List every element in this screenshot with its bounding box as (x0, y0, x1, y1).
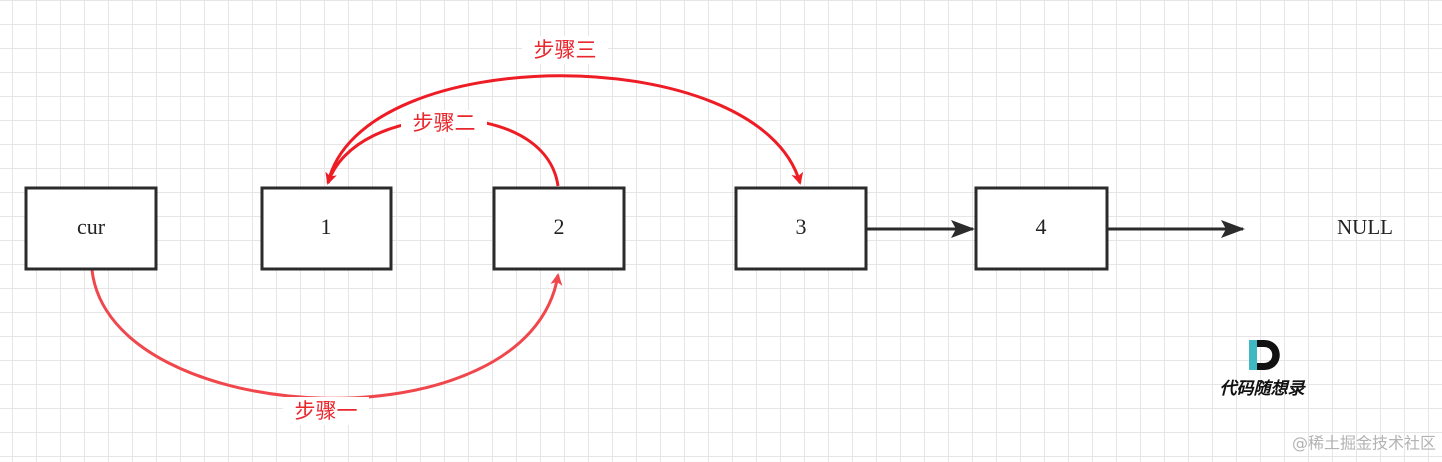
logo: 代码随想录 (1220, 340, 1307, 399)
node-4: 4 (974, 186, 1109, 271)
step-three-label: 步骤三 (534, 38, 597, 62)
node-2: 2 (492, 186, 626, 271)
node-cur-label: cur (77, 214, 106, 239)
null-label: NULL (1337, 215, 1393, 239)
node-3-label: 3 (796, 214, 807, 239)
node-1: 1 (260, 186, 393, 271)
node-1-label: 1 (321, 214, 332, 239)
step-two-label-group: 步骤二 (401, 110, 487, 138)
step-two-label: 步骤二 (413, 111, 476, 135)
logo-d-icon (1249, 340, 1280, 370)
step-three-arrow (326, 74, 804, 185)
node-3: 3 (734, 186, 868, 271)
watermark: @稀土掘金技术社区 (1292, 434, 1436, 453)
step-one-arrow (90, 269, 563, 400)
node-4-label: 4 (1036, 214, 1047, 239)
step-one-label: 步骤一 (295, 399, 358, 423)
step-one-label-group: 步骤一 (283, 397, 369, 425)
node-2-label: 2 (554, 214, 565, 239)
node-cur: cur (24, 186, 158, 271)
logo-name: 代码随想录 (1220, 379, 1307, 399)
step-three-label-group: 步骤三 (522, 36, 608, 64)
